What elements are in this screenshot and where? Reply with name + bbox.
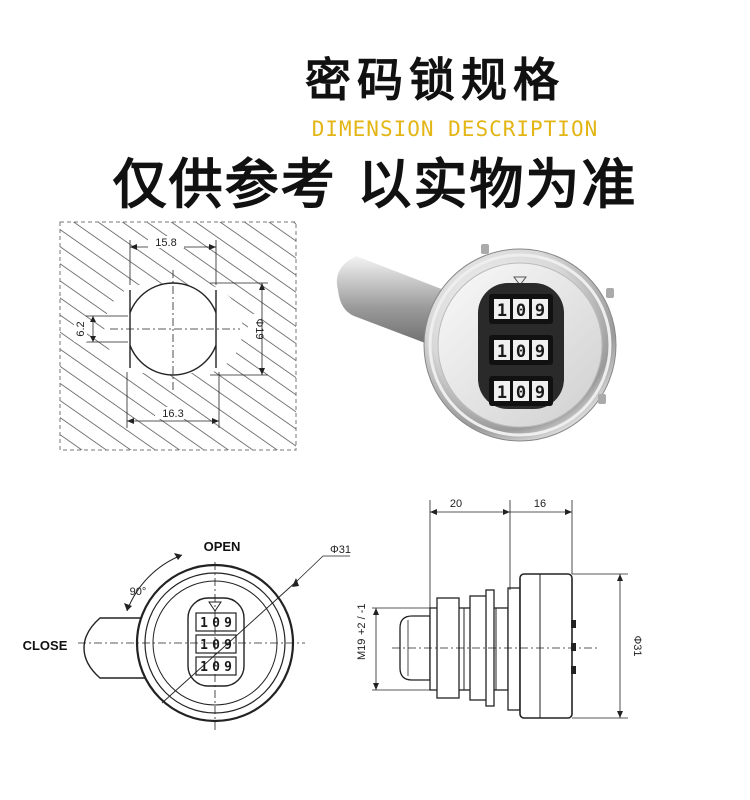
photo-dial-row-2: 1 0 9 bbox=[489, 335, 553, 365]
side-length-label: 20 bbox=[450, 498, 462, 510]
side-thread-label: M19 bbox=[356, 639, 368, 660]
front-dial-digit: 1 bbox=[200, 616, 208, 631]
photo-dial-digit: 1 bbox=[497, 301, 507, 321]
photo-dial-row-3: 1 0 9 bbox=[489, 376, 553, 406]
photo-dial-row-1: 1 0 9 bbox=[489, 294, 553, 324]
photo-dial-digit: 1 bbox=[497, 342, 507, 362]
front-dial-row-1: 1 0 9 bbox=[195, 612, 237, 632]
front-dial-row-3: 1 0 9 bbox=[195, 656, 237, 676]
title-en: DIMENSION DESCRIPTION bbox=[311, 117, 599, 141]
photo-dial-digit: 9 bbox=[535, 383, 545, 403]
photo-dial-digit: 9 bbox=[535, 301, 545, 321]
angle-label: 90° bbox=[130, 586, 147, 598]
front-dial-digit: 0 bbox=[212, 660, 220, 675]
front-dial-digit: 1 bbox=[200, 660, 208, 675]
front-view: 1 0 9 1 0 9 1 0 9 OPEN CLOSE 90° bbox=[23, 539, 351, 730]
dim-flat: 6.2 bbox=[75, 321, 87, 336]
photo-dial-digit: 0 bbox=[516, 383, 526, 403]
front-dial-row-2: 1 0 9 bbox=[195, 634, 237, 654]
photo-dial-digit: 1 bbox=[497, 383, 507, 403]
front-dial-digit: 0 bbox=[212, 616, 220, 631]
front-dial-digit: 9 bbox=[224, 660, 232, 675]
photo-dial-digit: 0 bbox=[516, 301, 526, 321]
front-dial-digit: 9 bbox=[224, 616, 232, 631]
side-diameter-label: Φ31 bbox=[631, 635, 643, 656]
side-thread-tolerance: +2 / -1 bbox=[356, 604, 368, 636]
side-head-label: 16 bbox=[534, 498, 546, 510]
product-photo: 1 0 9 1 0 9 1 0 9 bbox=[336, 244, 617, 442]
lock-head bbox=[519, 573, 573, 719]
side-view: 20 16 Φ31 M19 +2 / -1 bbox=[356, 498, 643, 719]
photo-dial-digit: 9 bbox=[535, 342, 545, 362]
open-label: OPEN bbox=[204, 539, 241, 554]
cutout-drawing: 15.8 16.3 Φ19 6.2 bbox=[59, 221, 297, 451]
front-dial-digit: 0 bbox=[212, 638, 220, 653]
dim-width-top: 15.8 bbox=[155, 237, 176, 249]
title-note: 仅供参考 以实物为准 bbox=[112, 153, 638, 216]
photo-dial-digit: 0 bbox=[516, 342, 526, 362]
front-dial-digit: 1 bbox=[200, 638, 208, 653]
front-dial-digit: 9 bbox=[224, 638, 232, 653]
dim-height: Φ19 bbox=[253, 318, 265, 339]
front-diameter-label: Φ31 bbox=[330, 544, 351, 556]
title-cn: 密码锁规格 bbox=[305, 53, 565, 107]
dim-width-bottom: 16.3 bbox=[162, 408, 183, 420]
close-label: CLOSE bbox=[23, 638, 68, 653]
